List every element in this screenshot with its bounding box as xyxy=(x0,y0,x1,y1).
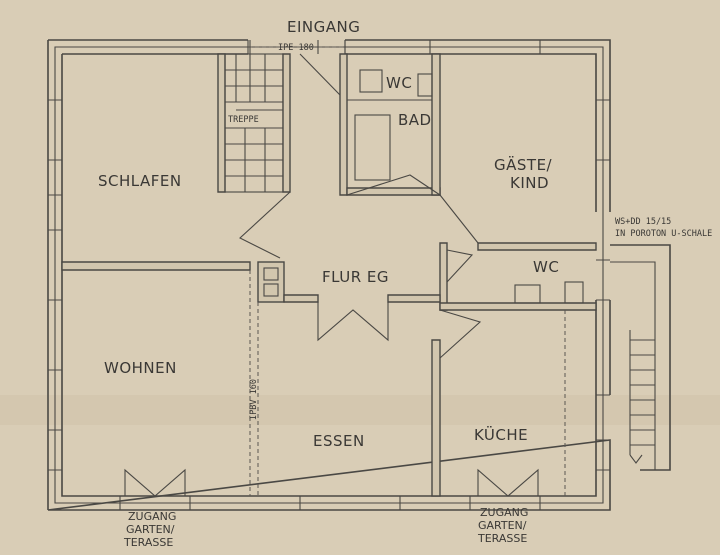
access-right-line1: ZUGANG xyxy=(480,506,528,519)
access-right-line2: GARTEN/ xyxy=(478,519,527,532)
wc-top-label: WC xyxy=(386,74,412,92)
bedroom-label: SCHLAFEN xyxy=(98,172,182,190)
guest-label-line2: KIND xyxy=(510,174,549,192)
hallway-label: FLUR EG xyxy=(322,268,389,286)
living-label: WOHNEN xyxy=(104,359,177,377)
access-left-line2: GARTEN/ xyxy=(126,523,175,536)
interior-walls xyxy=(61,53,597,497)
entrance-label: EINGANG xyxy=(287,18,360,36)
access-right-line3: TERASSE xyxy=(477,532,527,545)
access-left-line3: TERASSE xyxy=(123,536,173,549)
outer-walls xyxy=(47,39,611,511)
guest-label-line1: GÄSTE/ xyxy=(494,155,553,174)
wall-note-line2: IN POROTON U-SCHALE xyxy=(615,229,712,239)
paper-fold xyxy=(0,395,720,425)
stairs-label: TREPPE xyxy=(228,115,259,125)
kitchen-label: KÜCHE xyxy=(474,425,528,444)
access-left-line1: ZUGANG xyxy=(128,510,176,523)
wall-note-line1: WS+DD 15/15 xyxy=(615,217,671,227)
exterior-steps xyxy=(610,244,671,471)
beam-top-label: IPE 180 xyxy=(278,43,314,53)
dining-label: ESSEN xyxy=(313,432,365,450)
beam-side-label: IPBV 160 xyxy=(249,379,259,420)
bath-label: BAD xyxy=(398,111,432,129)
windows xyxy=(48,40,610,510)
wc-mid-label: WC xyxy=(533,258,559,276)
doors xyxy=(124,174,539,497)
